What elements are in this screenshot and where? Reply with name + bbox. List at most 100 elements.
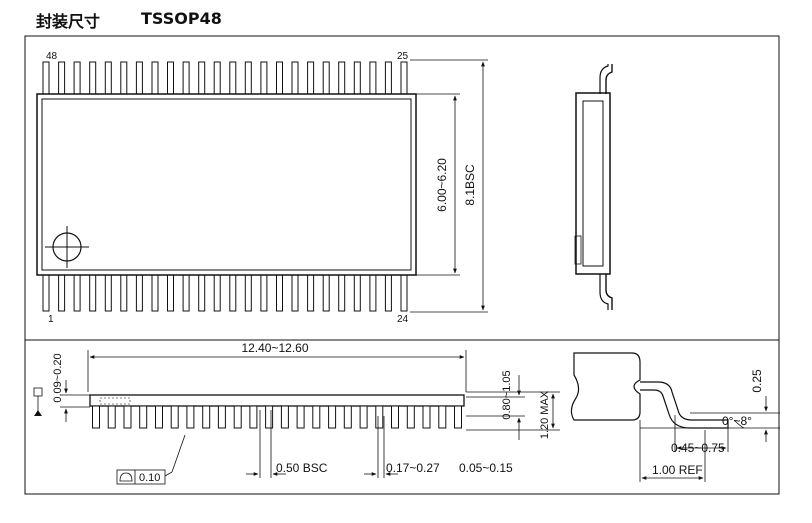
lead — [391, 405, 399, 429]
lead — [307, 61, 315, 95]
top-view-body-outer — [36, 93, 417, 276]
lead — [92, 405, 100, 429]
dim-max-height: 1.20 MAX — [539, 390, 551, 439]
drawing-frame — [24, 35, 780, 495]
lead — [107, 405, 116, 429]
dim-total-width: 8.1BSC — [463, 164, 477, 206]
dim-length: 12.40~12.60 — [241, 341, 308, 355]
dim-ref: 1.00 REF — [652, 463, 703, 477]
datum-box — [33, 387, 43, 397]
pin-label-25: 25 — [397, 51, 409, 62]
lead — [151, 274, 159, 312]
lead — [139, 405, 148, 429]
lead — [359, 405, 368, 429]
lead — [312, 405, 321, 429]
lead — [307, 274, 315, 312]
flatness-symbol-icon — [119, 472, 133, 482]
lead — [42, 61, 50, 95]
lead — [291, 61, 299, 95]
lead — [151, 61, 159, 95]
flatness-leader-2 — [164, 471, 173, 477]
lead — [343, 405, 352, 429]
lead — [135, 274, 143, 312]
dim-foot: 0.45~0.75 — [671, 441, 725, 455]
dim-angle: 0°~8° — [722, 414, 752, 428]
lead — [120, 61, 128, 95]
lead — [167, 61, 174, 95]
flatness-leader — [171, 434, 186, 473]
pin-label-1: 1 — [48, 314, 54, 325]
lead — [73, 274, 81, 312]
lead — [182, 61, 190, 95]
lead — [120, 274, 128, 312]
lead — [135, 61, 143, 95]
lead — [58, 61, 66, 95]
lead — [322, 274, 330, 312]
dim-standoff: 0.09~0.20 — [52, 353, 64, 402]
lead — [58, 274, 66, 312]
detail-lead — [640, 381, 729, 429]
lead — [89, 274, 97, 312]
front-view-mark — [99, 397, 131, 405]
lead — [353, 61, 361, 95]
lead — [454, 405, 462, 429]
lead — [167, 274, 174, 312]
front-view-leads — [92, 405, 462, 429]
side-view-mark — [574, 235, 582, 265]
side-view-upper-lead — [605, 64, 613, 94]
lead — [170, 405, 179, 429]
lead — [291, 274, 299, 312]
lead — [244, 274, 252, 312]
side-view-body-inner — [582, 100, 604, 267]
lead — [438, 405, 447, 429]
lead — [280, 405, 289, 429]
package-name: TSSOP48 — [141, 9, 222, 28]
lead — [260, 274, 268, 312]
lead — [353, 274, 361, 312]
package-dimensions-title: 封装尺寸 — [36, 12, 101, 31]
lead — [229, 61, 237, 95]
lead — [384, 61, 392, 95]
dim-pitch: 0.50 BSC — [276, 461, 328, 475]
lead — [328, 405, 337, 429]
front-view-body — [89, 394, 465, 407]
lead — [213, 61, 221, 95]
dim-body-height: 0.80~1.05 — [501, 370, 513, 419]
lead — [186, 405, 195, 429]
lead — [338, 274, 346, 312]
dim-body-width: 6.00~6.20 — [435, 158, 449, 212]
lead — [400, 61, 408, 95]
side-view-lower-lead — [605, 274, 613, 310]
pin-label-48: 48 — [46, 51, 58, 62]
lead — [369, 274, 377, 312]
datum-triangle — [34, 410, 42, 416]
lead — [400, 274, 408, 312]
top-view-top-leads — [42, 61, 408, 95]
flatness-value: 0.10 — [139, 472, 160, 484]
lead — [213, 274, 221, 312]
lead — [217, 405, 226, 429]
lead — [89, 61, 97, 95]
detail-angle-arc — [733, 419, 745, 429]
lead — [155, 405, 163, 429]
lead — [276, 274, 283, 312]
side-view-upper-lead-inner — [599, 64, 609, 94]
top-view-body-inner — [41, 98, 412, 271]
lead — [296, 405, 305, 429]
lead — [104, 61, 112, 95]
lead — [276, 61, 283, 95]
top-view-bottom-leads — [42, 274, 408, 312]
lead — [369, 61, 377, 95]
lead — [375, 405, 384, 429]
lead — [104, 274, 112, 312]
dim-lead-width: 0.17~0.27 — [386, 461, 440, 475]
lead — [42, 274, 50, 312]
side-view-lower-lead-inner — [599, 274, 609, 310]
dim-standoff-range: 0.05~0.15 — [459, 461, 513, 475]
lead — [384, 274, 392, 312]
lead — [406, 405, 415, 429]
lead — [338, 61, 346, 95]
pin-label-24: 24 — [397, 314, 409, 325]
lead — [198, 274, 206, 312]
